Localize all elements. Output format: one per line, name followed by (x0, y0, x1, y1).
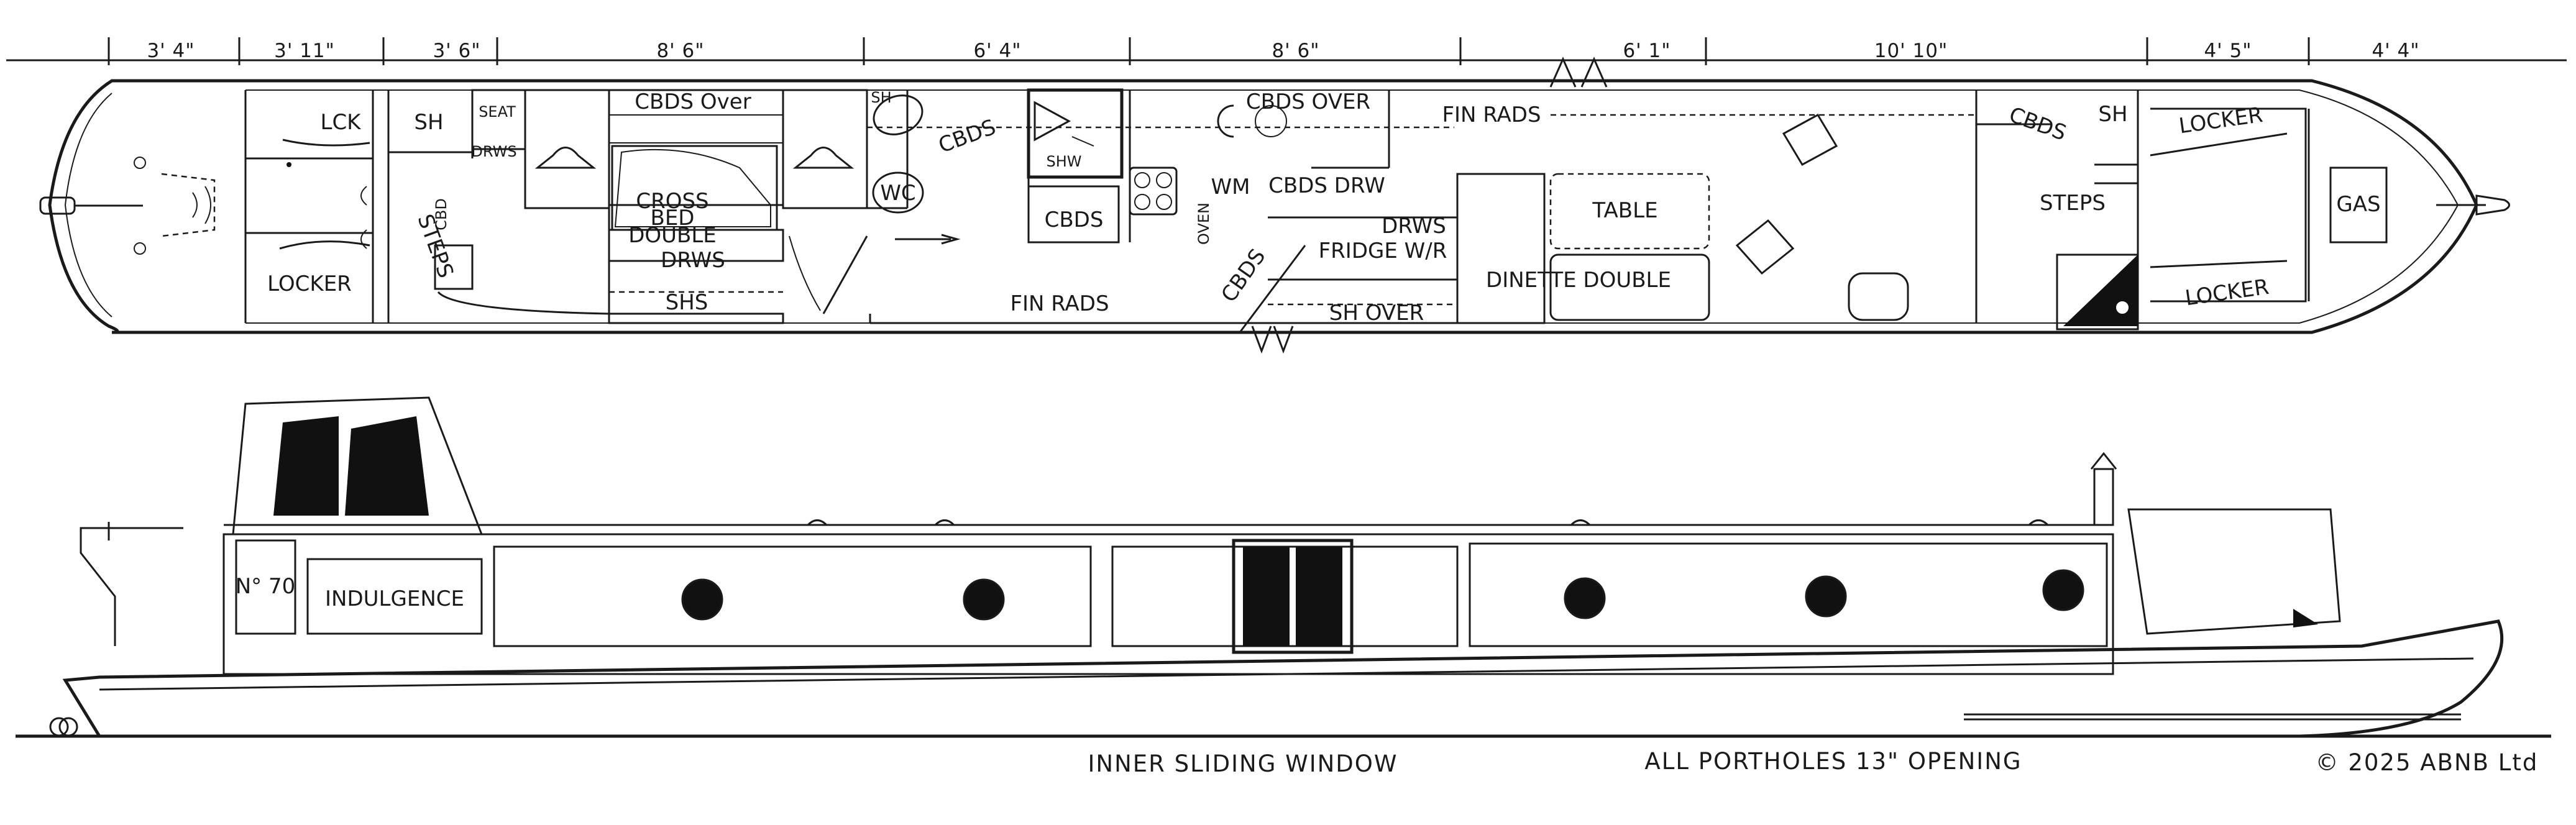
forward-lockers (279, 139, 370, 250)
label-sh-over: SH OVER (1329, 301, 1424, 326)
pram-cover (232, 396, 484, 536)
label-cbds-over-galley: CBDS OVER (1246, 89, 1370, 114)
stern-fittings (2436, 194, 2510, 216)
boat-name: INDULGENCE (325, 586, 464, 611)
label-seat: SEAT (479, 103, 516, 121)
label-double: DOUBLE (628, 223, 717, 248)
label-gas: GAS (2336, 192, 2380, 217)
porthole-5 (2042, 569, 2084, 611)
footer-window-note: INNER SLIDING WINDOW (1088, 750, 1398, 777)
porthole-2 (963, 578, 1005, 621)
label-fridge: FRIDGE W/R (1319, 239, 1447, 263)
label-drws-front: DRWS (471, 143, 516, 160)
label-wc: WC (880, 181, 915, 206)
pram-window-left (273, 416, 339, 516)
bow-rail (80, 527, 183, 646)
panel-aft (1469, 542, 2108, 647)
dim-label-4: 8' 6" (656, 40, 704, 62)
label-drws-bed: DRWS (661, 248, 725, 273)
porthole-4 (1805, 575, 1847, 618)
label-fin-rads-top: FIN RADS (1442, 103, 1541, 127)
label-table: TABLE (1592, 198, 1657, 223)
galley (867, 90, 1457, 333)
footer-copyright: © 2025 ABNB Ltd (2316, 749, 2539, 776)
label-cbds-bath: CBDS (935, 115, 999, 158)
hood-door (2293, 609, 2318, 627)
hatch-window-left (1243, 547, 1290, 646)
number-plaque (235, 539, 296, 635)
dim-label-8: 10' 10" (1874, 40, 1948, 62)
saloon (1456, 90, 2139, 330)
dim-label-9: 4' 5" (2204, 40, 2252, 62)
porthole-1 (681, 578, 723, 621)
footer: INNER SLIDING WINDOW ALL PORTHOLES 13" O… (1088, 748, 2539, 777)
label-cbd-small: CBD (433, 198, 450, 230)
steps-curve (437, 291, 610, 315)
label-locker-front: LOCKER (267, 271, 352, 296)
label-sh-bath: SH (871, 89, 891, 106)
label-fin-rads-bottom: FIN RADS (1010, 291, 1109, 316)
name-plaque (306, 558, 483, 635)
dimension-bar: 3' 4" 3' 11" 3' 6" 8' 6" 6' 4" 8' 6" 6' … (6, 37, 2567, 65)
label-sh-front: SH (414, 110, 443, 135)
stern-hood (2127, 508, 2341, 635)
boat-number: N° 70 (236, 574, 296, 599)
dimension-ticks (108, 37, 2310, 65)
hull-side (62, 619, 2504, 738)
label-dinette: DINETTE DOUBLE (1486, 268, 1671, 293)
label-cbds-galley: CBDS (1045, 207, 1104, 232)
cbd-box (434, 244, 474, 290)
porthole-3 (1564, 577, 1606, 619)
label-cbds-over-bed: CBDS Over (635, 89, 751, 114)
bow-inner-line (64, 93, 112, 317)
label-oven: OVEN (1195, 203, 1212, 245)
dim-label-1: 3' 4" (147, 40, 195, 62)
label-drws-galley: DRWS (1382, 214, 1446, 239)
label-cross: CROSS (636, 189, 708, 214)
dim-label-5: 6' 4" (973, 40, 1021, 62)
label-shw: SHW (1046, 153, 1081, 170)
hull-outline (48, 79, 2478, 334)
label-cbds-diag: CBDS (1216, 244, 1270, 307)
hatch-window-right (1296, 547, 1342, 646)
side-hatch (1232, 539, 1354, 654)
dim-label-10: 4' 4" (2372, 40, 2419, 62)
cabin-side (222, 533, 2114, 675)
side-doors (1251, 57, 1608, 354)
footer-porthole-note: ALL PORTHOLES 13" OPENING (1644, 748, 2022, 775)
bow-fender (49, 717, 69, 737)
dim-label-3: 3' 6" (433, 40, 480, 62)
label-steps-rear: STEPS (2040, 191, 2106, 216)
dim-label-7: 6' 1" (1623, 40, 1671, 62)
label-locker-rear-bottom: LOCKER (2184, 275, 2271, 311)
bedroom (524, 89, 784, 324)
dim-label-6: 8' 6" (1272, 40, 1319, 62)
label-sh-rear: SH (2098, 102, 2127, 127)
plan-view: LCK SH SEAT DRWS CBDS Over CBD STEPS LOC… (39, 57, 2510, 354)
bathroom (782, 88, 1124, 314)
roof-fittings (807, 452, 2117, 526)
pram-window-right (345, 416, 429, 516)
side-elevation: N° 70 INDULGENCE (16, 396, 2551, 738)
dim-label-2: 3' 11" (274, 40, 335, 62)
panel-fore (493, 545, 1092, 647)
label-lck: LCK (321, 110, 362, 135)
label-cbds-rear: CBDS (2005, 103, 2070, 146)
label-wm: WM (1211, 175, 1250, 199)
bow-fittings (39, 157, 216, 255)
label-cbds-drw: CBDS DRW (1268, 173, 1385, 198)
label-shs: SHS (666, 290, 708, 315)
stern-lockers (2150, 107, 2388, 303)
label-bed: BED (651, 206, 695, 230)
